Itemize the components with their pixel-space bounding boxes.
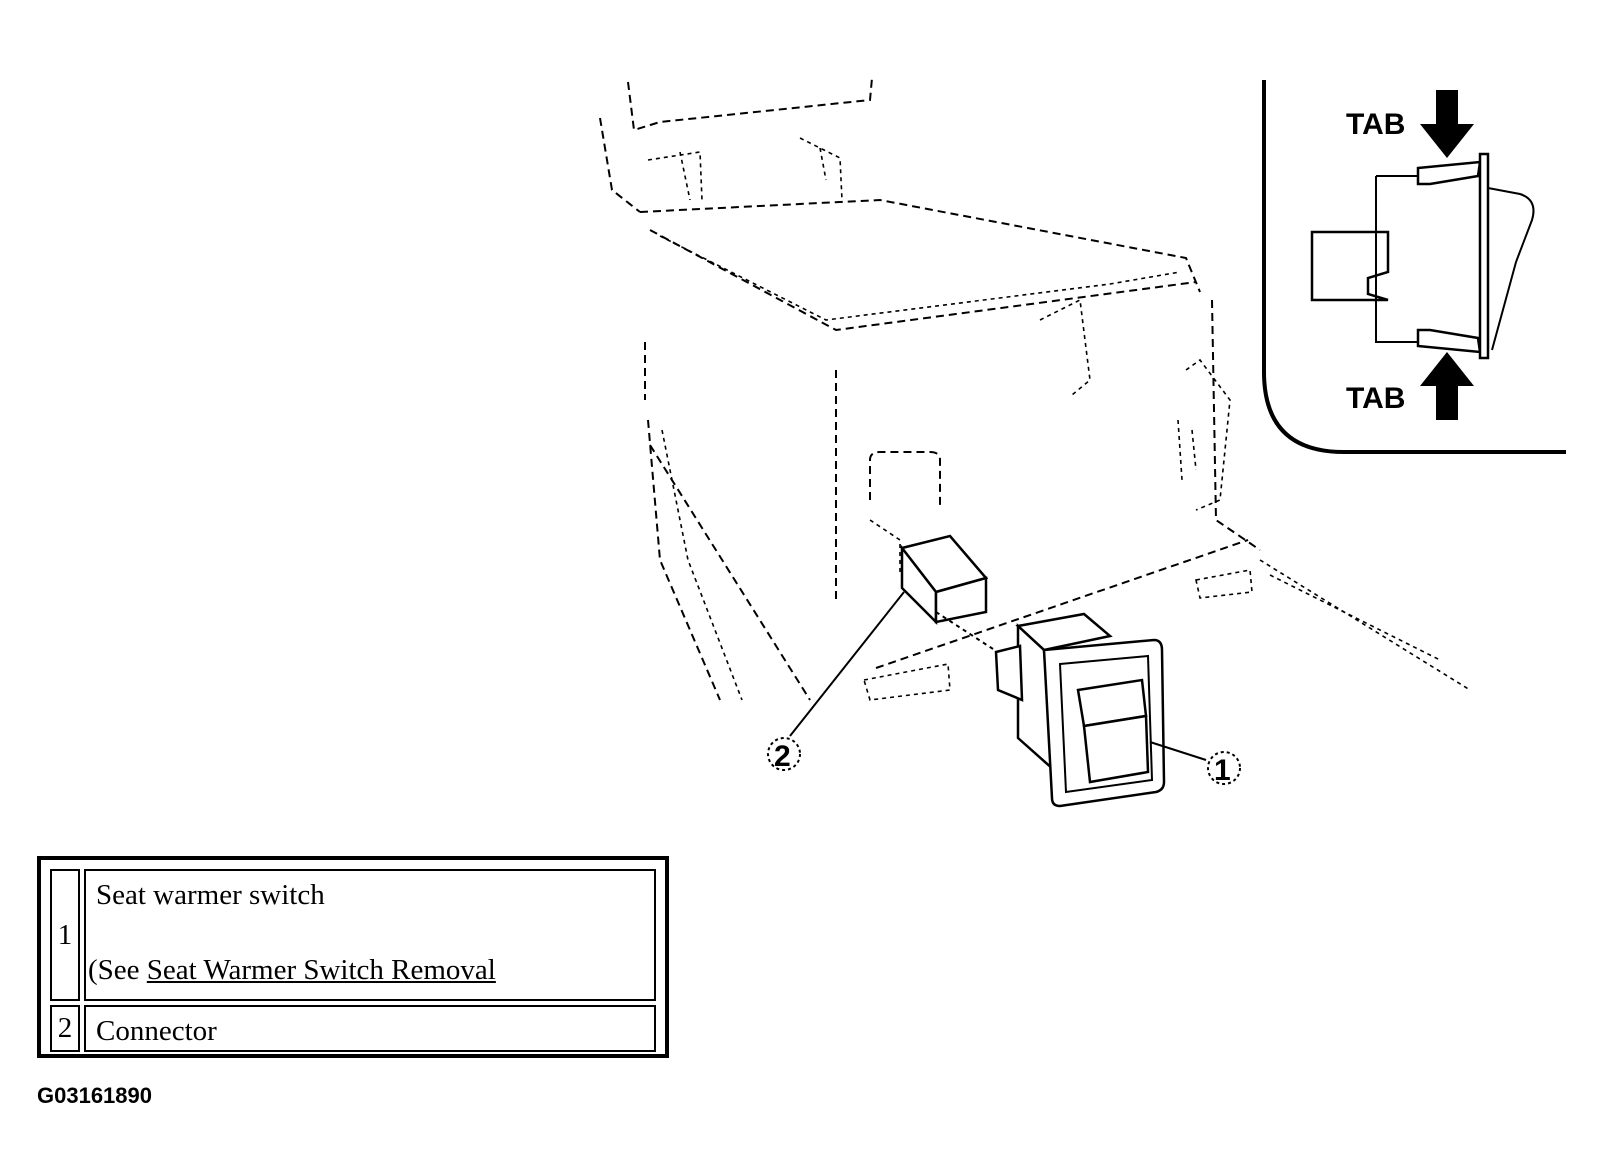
callout-2: 2 xyxy=(767,591,905,773)
legend-description: Seat warmer switch (See Seat Warmer Swit… xyxy=(84,869,656,1001)
legend-number: 1 xyxy=(50,869,80,1001)
legend-row: 1 Seat warmer switch (See Seat Warmer Sw… xyxy=(50,869,656,1001)
legend-row: 2 Connector xyxy=(50,1005,656,1052)
tab-top-label: TAB xyxy=(1346,108,1405,141)
tab-bottom-label: TAB xyxy=(1346,382,1405,415)
arrow-up-icon xyxy=(1420,352,1474,420)
connector-drawing xyxy=(899,534,1011,661)
legend-description-text: Seat warmer switch xyxy=(96,879,325,911)
see-prefix: (See xyxy=(88,954,147,986)
arrow-down-icon xyxy=(1420,90,1474,158)
legend-table: 1 Seat warmer switch (See Seat Warmer Sw… xyxy=(37,856,669,1058)
seat-warmer-switch-removal-link[interactable]: Seat Warmer Switch Removal xyxy=(146,954,496,986)
legend-number: 2 xyxy=(50,1005,80,1052)
console-outline xyxy=(599,77,1471,701)
figure-id: G03161890 xyxy=(37,1083,152,1108)
seat-warmer-switch-drawing xyxy=(994,612,1166,808)
callout-1: 1 xyxy=(1149,741,1241,787)
callout-2-number: 2 xyxy=(774,740,791,773)
legend-description-text: Connector xyxy=(84,1005,656,1052)
callout-1-number: 1 xyxy=(1214,754,1231,787)
see-reference: (See Seat Warmer Switch Removal xyxy=(88,954,644,987)
console-switch-illustration: 2 1 TAB TAB xyxy=(599,77,1566,808)
tab-detail-inset: TAB TAB xyxy=(1262,80,1566,454)
